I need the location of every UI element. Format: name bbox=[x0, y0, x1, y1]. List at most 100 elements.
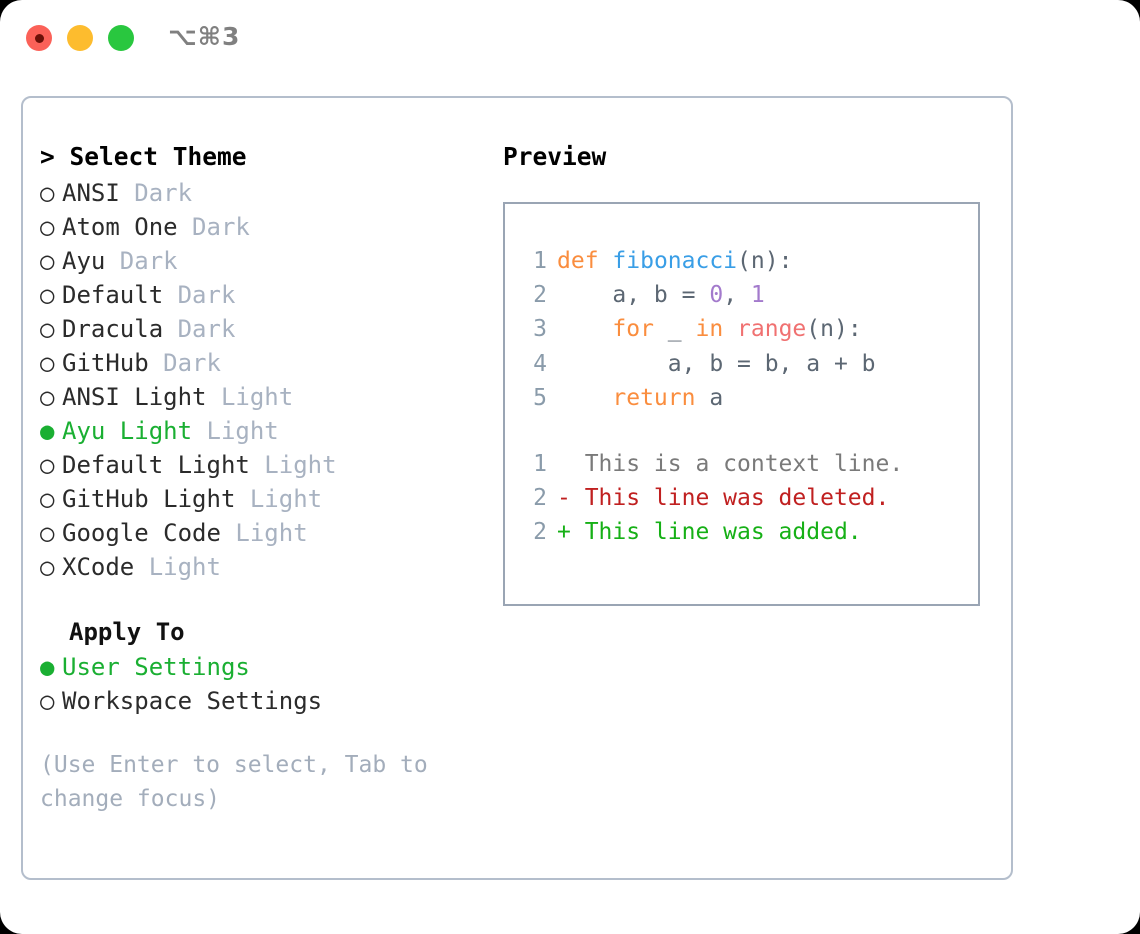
radio-unselected-icon: ○ bbox=[40, 485, 55, 513]
theme-variant-tag: Light bbox=[192, 417, 279, 445]
radio-unselected-icon: ○ bbox=[40, 247, 55, 275]
theme-option-ansi[interactable]: ○ANSI Dark bbox=[40, 176, 480, 210]
line-number: 2 bbox=[533, 519, 547, 546]
code-token: (n): bbox=[806, 316, 862, 343]
apply-to-option-workspace-settings[interactable]: ○Workspace Settings bbox=[40, 684, 480, 718]
code-line: 1 def fibonacci(n): bbox=[521, 244, 971, 278]
radio-unselected-icon: ○ bbox=[40, 349, 55, 377]
maximize-button[interactable] bbox=[108, 25, 134, 51]
theme-option-label: Default Light bbox=[62, 451, 250, 479]
keyboard-shortcut-label: ⌥⌘3 bbox=[168, 22, 241, 51]
theme-list-column: > Select Theme ○ANSI Dark○Atom One Dark○… bbox=[40, 138, 480, 816]
theme-variant-tag: Dark bbox=[177, 213, 250, 241]
theme-option-label: GitHub Light bbox=[62, 485, 236, 513]
close-button[interactable] bbox=[26, 25, 52, 51]
theme-variant-tag: Light bbox=[134, 553, 221, 581]
diff-sample: 1 This is a context line.2- This line wa… bbox=[521, 447, 971, 550]
diff-spacer bbox=[521, 415, 971, 447]
line-number: 2 bbox=[533, 485, 547, 512]
radio-selected-icon: ● bbox=[40, 417, 55, 445]
radio-unselected-icon: ○ bbox=[40, 519, 55, 547]
hint-spacer bbox=[40, 718, 480, 748]
theme-option-label: ANSI Light bbox=[62, 383, 207, 411]
theme-option-ansi-light[interactable]: ○ANSI Light Light bbox=[40, 380, 480, 414]
code-token: 0 bbox=[709, 282, 724, 309]
code-token: in bbox=[695, 316, 724, 343]
code-token bbox=[599, 248, 613, 274]
theme-option-xcode[interactable]: ○XCode Light bbox=[40, 550, 480, 584]
theme-option-label: Google Code bbox=[62, 519, 221, 547]
code-token bbox=[723, 316, 737, 342]
theme-option-google-code[interactable]: ○Google Code Light bbox=[40, 516, 480, 550]
radio-unselected-icon: ○ bbox=[40, 281, 55, 309]
theme-option-atom-one[interactable]: ○Atom One Dark bbox=[40, 210, 480, 244]
theme-option-label: ANSI bbox=[62, 179, 120, 207]
radio-unselected-icon: ○ bbox=[40, 553, 55, 581]
code-token bbox=[557, 316, 612, 342]
select-theme-heading: > Select Theme bbox=[40, 142, 247, 171]
theme-variant-tag: Dark bbox=[163, 315, 236, 343]
radio-unselected-icon: ○ bbox=[40, 213, 55, 241]
code-token: (n): bbox=[737, 248, 793, 274]
code-token: range bbox=[737, 316, 807, 343]
radio-unselected-icon: ○ bbox=[40, 315, 55, 343]
theme-variant-tag: Light bbox=[249, 451, 337, 479]
theme-option-dracula[interactable]: ○Dracula Dark bbox=[40, 312, 480, 346]
minimize-button[interactable] bbox=[67, 25, 93, 51]
theme-option-label: Ayu Light bbox=[62, 417, 193, 445]
diff-line: 2 + This line was added. bbox=[521, 515, 971, 549]
radio-unselected-icon: ○ bbox=[40, 383, 55, 411]
theme-option-ayu-light[interactable]: ●Ayu Light Light bbox=[40, 414, 480, 448]
diff-line-text: + This line was added. bbox=[557, 519, 862, 546]
theme-option-ayu[interactable]: ○Ayu Dark bbox=[40, 244, 480, 278]
theme-option-github-light[interactable]: ○GitHub Light Light bbox=[40, 482, 480, 516]
theme-variant-tag: Light bbox=[206, 383, 294, 411]
code-token: a bbox=[695, 384, 724, 411]
apply-to-list: ●User Settings○Workspace Settings bbox=[40, 650, 480, 718]
code-line: 4 a, b = b, a + b bbox=[521, 347, 971, 381]
radio-selected-icon: ● bbox=[40, 653, 55, 681]
code-token: a, b = b, a + b bbox=[557, 350, 876, 377]
code-token: , bbox=[723, 282, 751, 309]
theme-option-label: Ayu bbox=[62, 247, 106, 275]
keyboard-hint-text: (Use Enter to select, Tab to change focu… bbox=[40, 752, 428, 812]
radio-unselected-icon: ○ bbox=[40, 451, 55, 479]
code-token: _ bbox=[653, 316, 696, 343]
diff-line-text: This is a context line. bbox=[557, 451, 904, 478]
code-token: fibonacci bbox=[612, 248, 738, 274]
theme-list: ○ANSI Dark○Atom One Dark○Ayu Dark○Defaul… bbox=[40, 176, 480, 584]
title-bar: ⌥⌘3 bbox=[0, 0, 1140, 76]
theme-option-default[interactable]: ○Default Dark bbox=[40, 278, 480, 312]
theme-option-label: Dracula bbox=[62, 315, 164, 343]
code-token: a, b = bbox=[557, 282, 710, 309]
code-line: 5 return a bbox=[521, 381, 971, 415]
preview-heading: Preview bbox=[503, 142, 607, 171]
theme-option-label: Atom One bbox=[62, 213, 178, 241]
code-token: def bbox=[557, 248, 599, 274]
theme-variant-tag: Dark bbox=[163, 281, 236, 309]
apply-to-option-user-settings[interactable]: ●User Settings bbox=[40, 650, 480, 684]
line-number: 4 bbox=[533, 350, 547, 377]
theme-option-default-light[interactable]: ○Default Light Light bbox=[40, 448, 480, 482]
theme-variant-tag: Dark bbox=[148, 349, 221, 377]
section-spacer bbox=[40, 584, 480, 614]
code-token: for bbox=[612, 316, 654, 343]
theme-option-label: Default bbox=[62, 281, 164, 309]
line-number: 1 bbox=[533, 248, 547, 274]
theme-variant-tag: Light bbox=[235, 485, 323, 513]
radio-unselected-icon: ○ bbox=[40, 687, 55, 715]
traffic-light-group bbox=[26, 25, 134, 51]
line-number: 3 bbox=[533, 316, 547, 343]
code-token bbox=[557, 385, 612, 411]
theme-option-github[interactable]: ○GitHub Dark bbox=[40, 346, 480, 380]
code-line: 2 a, b = 0, 1 bbox=[521, 278, 971, 312]
apply-to-option-label: Workspace Settings bbox=[62, 687, 323, 715]
diff-line-text: - This line was deleted. bbox=[557, 485, 890, 512]
theme-option-label: GitHub bbox=[62, 349, 149, 377]
theme-variant-tag: Light bbox=[220, 519, 308, 547]
